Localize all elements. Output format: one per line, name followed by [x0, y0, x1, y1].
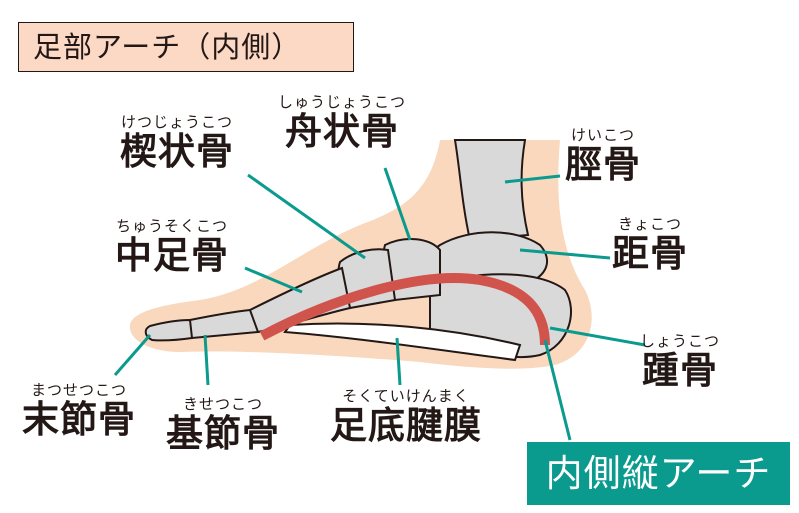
page-title: 足部アーチ（内側）: [18, 22, 354, 72]
ruby: けつじょうこつ: [120, 113, 233, 131]
bone-name: 足底腱膜: [330, 404, 482, 447]
ruby: まつせつこつ: [30, 381, 127, 399]
label-proximal-phalanx: きせつこつ 基節骨: [166, 396, 280, 455]
leader-lines: [113, 167, 646, 441]
label-tibia: けいこつ 脛骨: [565, 127, 641, 186]
label-navicular: しゅうじょうこつ 舟状骨: [278, 94, 406, 153]
ruby: しゅうじょうこつ: [278, 93, 407, 111]
medial-longitudinal-arch-label: 内側縦アーチ: [527, 442, 790, 505]
label-calcaneus: しょうこつ 踵骨: [640, 333, 720, 392]
bone-name: 脛骨: [565, 143, 641, 186]
bone-name: 踵骨: [642, 349, 718, 392]
ruby: きせつこつ: [182, 395, 263, 413]
bone-name: 距骨: [612, 232, 688, 275]
label-talus: きょこつ 距骨: [612, 216, 688, 275]
label-distal-phalanx: まつせつこつ 末節骨: [22, 382, 136, 441]
bone-name: 末節骨: [22, 398, 136, 441]
label-cuneiform: けつじょうこつ 楔状骨: [120, 114, 234, 173]
ruby: ちゅうそくこつ: [115, 217, 228, 235]
distal-phalanx-bone: [144, 318, 194, 342]
ruby: きょこつ: [617, 215, 682, 233]
label-metatarsal: ちゅうそくこつ 中足骨: [115, 218, 229, 277]
label-plantar-fascia: そくていけんまく 足底腱膜: [330, 388, 482, 447]
plantar-fascia: [283, 322, 522, 362]
ruby: そくていけんまく: [342, 387, 470, 405]
ruby: けいこつ: [570, 126, 635, 144]
medial-arch-curve: [259, 273, 550, 346]
ruby: しょうこつ: [640, 332, 721, 350]
bone-name: 舟状骨: [285, 110, 399, 153]
bone-name: 楔状骨: [120, 130, 234, 173]
bone-name: 中足骨: [115, 234, 229, 277]
bone-name: 基節骨: [166, 412, 280, 455]
